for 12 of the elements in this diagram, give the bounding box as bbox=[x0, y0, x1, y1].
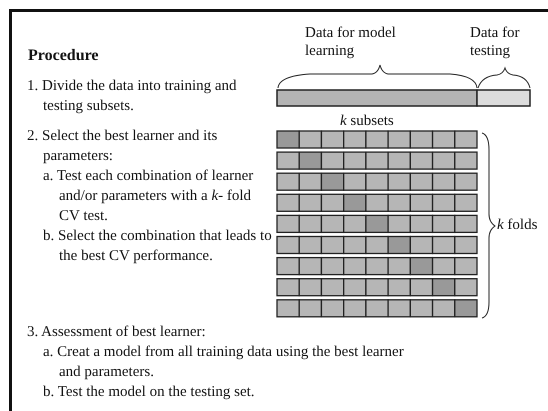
list-item: 1. Divide the data into training and testing subsets. bbox=[27, 77, 238, 116]
list-item: a. Creat a model from all training data using the best learner and parameters. bbox=[43, 343, 405, 382]
list-item: b. Select the combination that leads to the best CV performance. bbox=[43, 227, 273, 266]
list-item: 2. Select the best learner and its parameters: bbox=[27, 127, 218, 166]
bracket-label: Data for model learning bbox=[305, 24, 397, 60]
axis-label: k subsets bbox=[340, 112, 395, 130]
list-item: b. Test the model on the testing set. bbox=[43, 383, 256, 402]
list-item: a. Test each combination of learner and/or parameters with a k- fold CV test. bbox=[43, 167, 254, 226]
heading: Procedure bbox=[28, 47, 98, 65]
bracket-label: k folds bbox=[497, 216, 538, 234]
list-item: 3. Assessment of best learner: bbox=[27, 323, 207, 342]
bracket-label: Data for testing bbox=[470, 24, 521, 60]
